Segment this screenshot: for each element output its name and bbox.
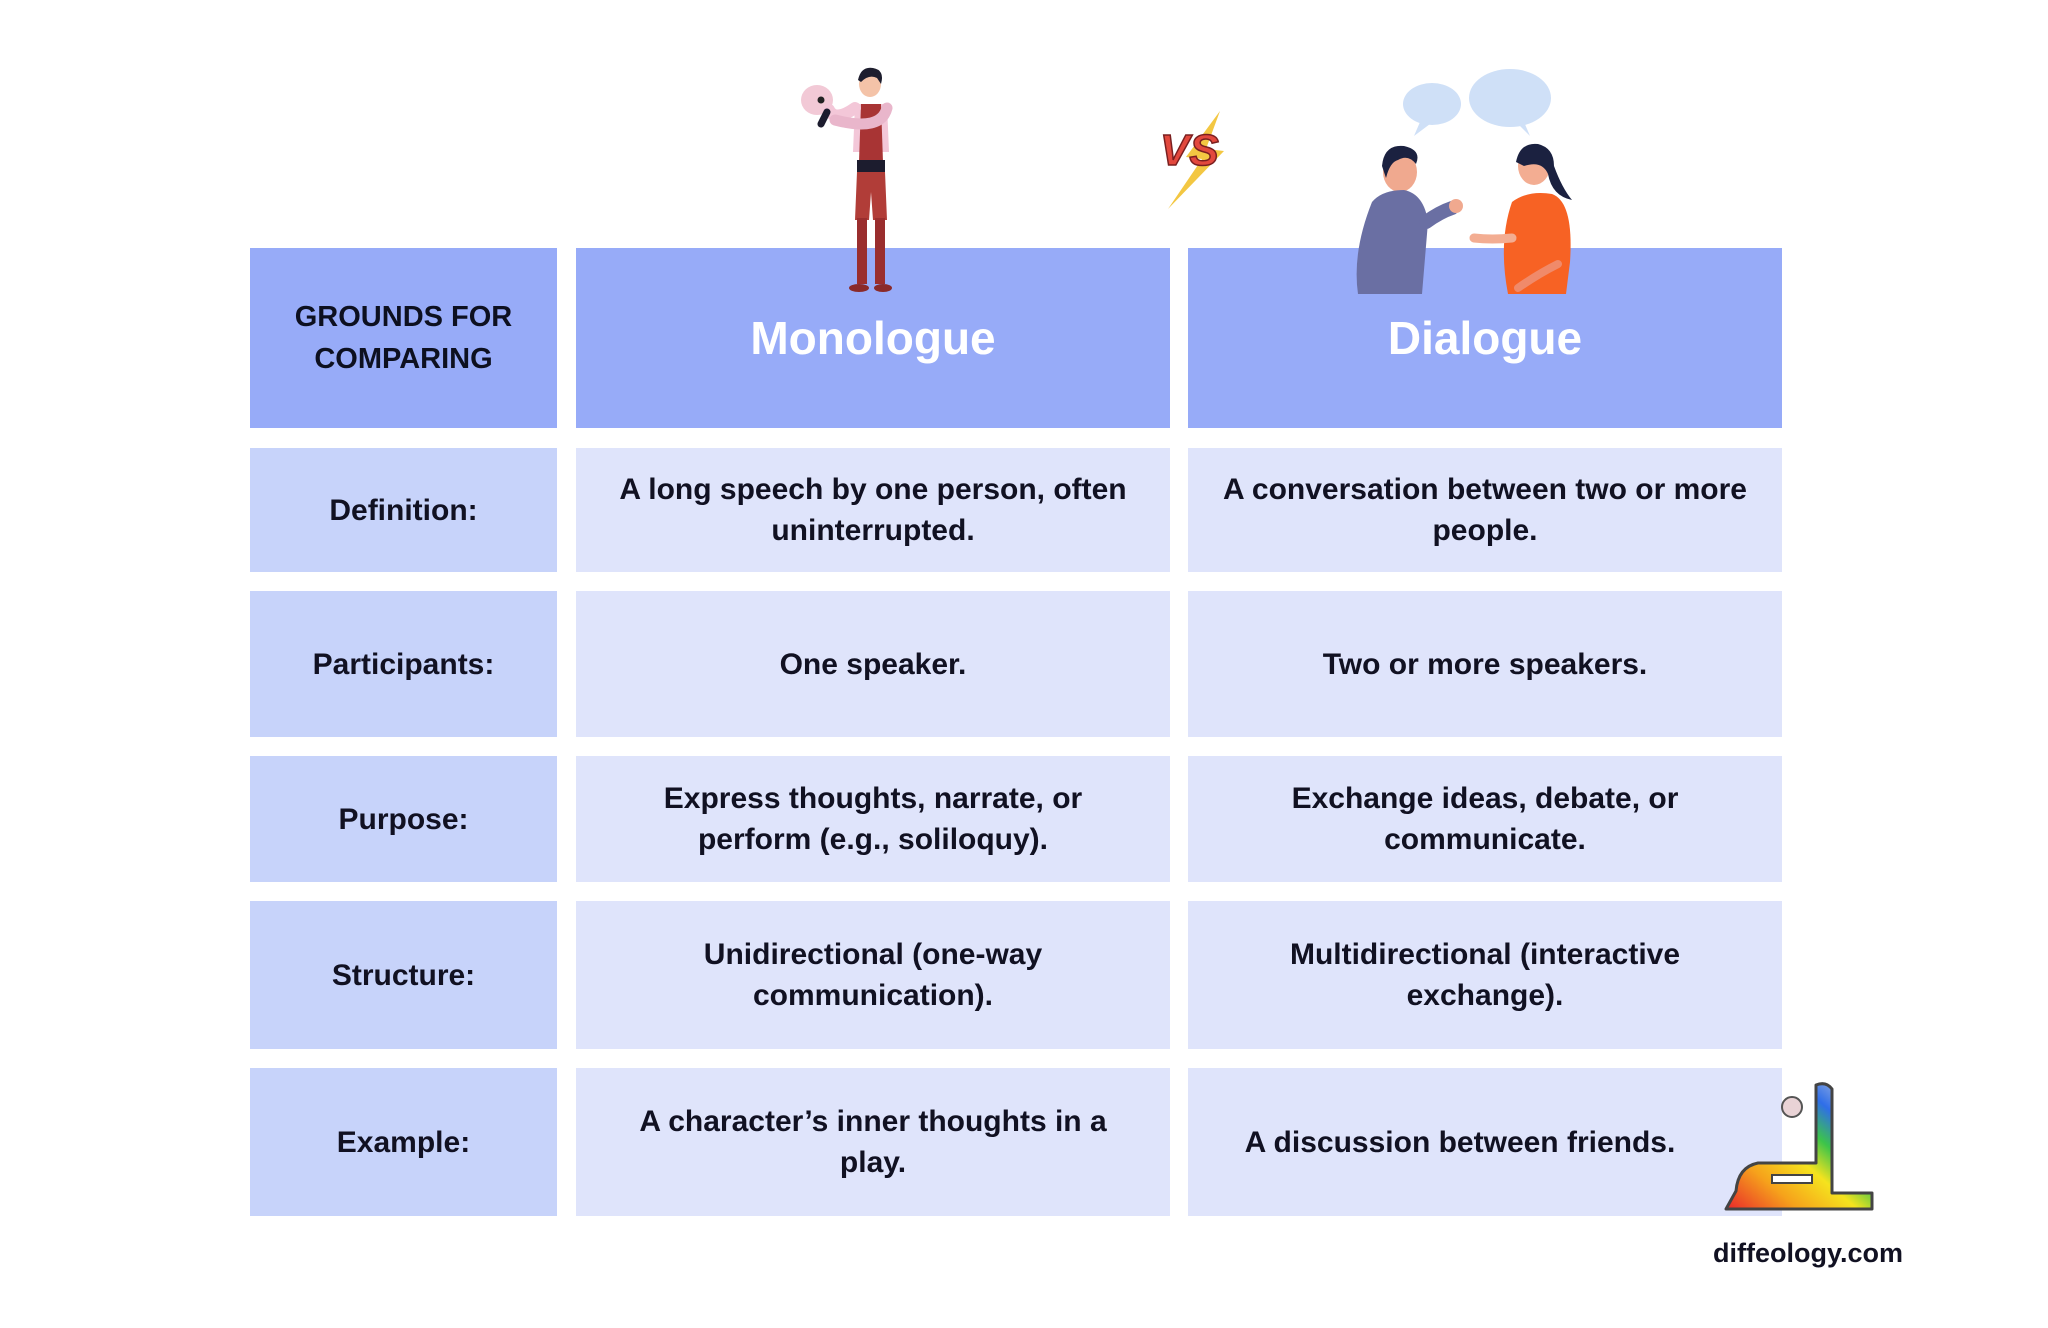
two-people-talking-icon <box>1356 69 1572 294</box>
dialogue-example: A discussion between friends. <box>1188 1068 1782 1216</box>
row-label-participants: Participants: <box>250 591 557 737</box>
header-monologue-cell: Monologue <box>576 248 1170 428</box>
monologue-title: Monologue <box>750 312 996 364</box>
grounds-label: GROUNDS FOR COMPARING <box>294 301 513 375</box>
monologue-example: A character’s inner thoughts in a play. <box>576 1068 1170 1216</box>
cell-text: One speaker. <box>779 647 967 681</box>
monologue-purpose: Express thoughts, narrate, or perform (e… <box>576 756 1170 882</box>
dialogue-participants: Two or more speakers. <box>1188 591 1782 737</box>
row-label-definition: Definition: <box>250 448 557 572</box>
cell-text: A character’s inner thoughts in a play. <box>639 1105 1107 1179</box>
row-label-structure: Structure: <box>250 901 557 1049</box>
row-label-example: Example: <box>250 1068 557 1216</box>
cell-text: A conversation between two or more peopl… <box>1223 473 1747 547</box>
diffeology-rainbow-logo-icon <box>1724 1082 1874 1211</box>
header-dialogue-cell: Dialogue <box>1188 248 1782 428</box>
row-label-text: Purpose: <box>338 802 469 836</box>
site-attribution: diffeology.com <box>1713 1238 1904 1268</box>
dialogue-structure: Multidirectional (interactive exchange). <box>1188 901 1782 1049</box>
cell-text: A discussion between friends. <box>1244 1125 1676 1159</box>
cell-text: Multidirectional (interactive exchange). <box>1289 938 1681 1012</box>
row-label-text: Example: <box>336 1125 471 1159</box>
row-label-text: Definition: <box>329 493 478 527</box>
actor-holding-skull-icon <box>801 67 893 292</box>
cell-text: Exchange ideas, debate, or communicate. <box>1291 782 1679 856</box>
dialogue-purpose: Exchange ideas, debate, or communicate. <box>1188 756 1782 882</box>
monologue-structure: Unidirectional (one-way communication). <box>576 901 1170 1049</box>
row-label-purpose: Purpose: <box>250 756 557 882</box>
header-grounds-cell: GROUNDS FOR COMPARING <box>250 248 557 428</box>
cell-text: Two or more speakers. <box>1322 647 1648 681</box>
cell-text: Express thoughts, narrate, or perform (e… <box>663 782 1083 856</box>
cell-text: Unidirectional (one-way communication). <box>703 938 1043 1012</box>
row-label-text: Participants: <box>312 647 495 681</box>
dialogue-definition: A conversation between two or more peopl… <box>1188 448 1782 572</box>
vs-text: VS <box>1160 126 1219 175</box>
dialogue-title: Dialogue <box>1387 312 1583 364</box>
monologue-participants: One speaker. <box>576 591 1170 737</box>
cell-text: A long speech by one person, often unint… <box>619 473 1127 547</box>
monologue-definition: A long speech by one person, often unint… <box>576 448 1170 572</box>
row-label-text: Structure: <box>331 958 476 992</box>
vs-lightning-icon: VS <box>1159 111 1224 209</box>
